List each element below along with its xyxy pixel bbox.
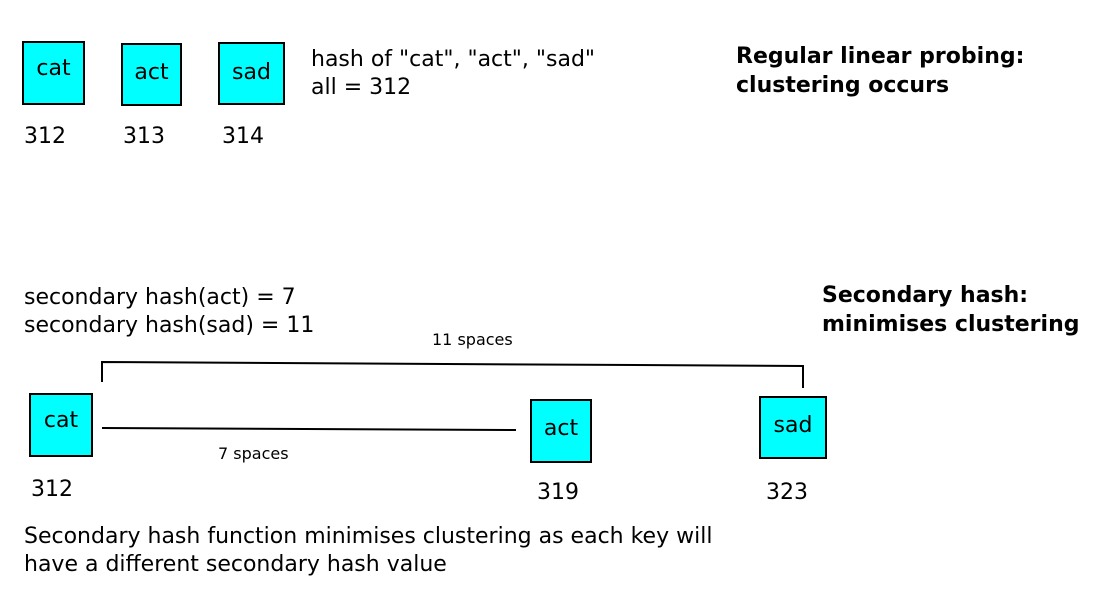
hash-note-line: hash of "cat", "act", "sad" [311,47,596,72]
hash-note: hash of "cat", "act", "sad" all = 312 [311,46,595,102]
slot-index: 312 [24,124,66,149]
slot-index: 319 [537,480,579,505]
slot-label: act [543,416,579,441]
secondary-hash-values: secondary hash(act) = 7 secondary hash(s… [24,284,314,340]
caption-line: Secondary hash function minimises cluste… [24,524,713,549]
eleven-spaces-label: 11 spaces [432,330,513,349]
slot-label: cat [43,408,79,433]
slot-box-sad-top: sad [218,42,285,105]
slot-index: 312 [31,477,73,502]
slot-label: act [134,60,169,85]
secondary-hash-heading: Secondary hash: minimises clustering [822,281,1079,339]
heading-line: minimises clustering [822,312,1080,337]
secondary-hash-line: secondary hash(act) = 7 [24,285,296,310]
slot-box-act-bottom: act [530,399,592,463]
slot-box-sad-bottom: sad [759,396,827,459]
slot-box-cat-bottom: cat [29,393,93,457]
linear-probing-heading: Regular linear probing: clustering occur… [736,42,1024,100]
slot-index: 313 [123,124,165,149]
secondary-hash-line: secondary hash(sad) = 11 [24,313,315,338]
seven-spaces-label: 7 spaces [218,444,289,463]
seven-spaces-line [101,427,517,431]
slot-label: sad [232,60,271,85]
heading-line: clustering occurs [736,73,950,98]
slot-box-cat-top: cat [22,41,85,105]
slot-box-act-top: act [121,43,182,106]
caption-line: have a different secondary hash value [24,552,447,577]
heading-line: Regular linear probing: [736,44,1025,69]
heading-line: Secondary hash: [822,283,1029,308]
slot-label: cat [36,56,71,81]
slot-index: 314 [222,124,264,149]
hash-note-line: all = 312 [311,75,412,100]
slot-index: 323 [766,480,808,505]
eleven-spaces-bracket [101,360,804,388]
slot-label: sad [773,413,813,438]
caption: Secondary hash function minimises cluste… [24,523,712,579]
